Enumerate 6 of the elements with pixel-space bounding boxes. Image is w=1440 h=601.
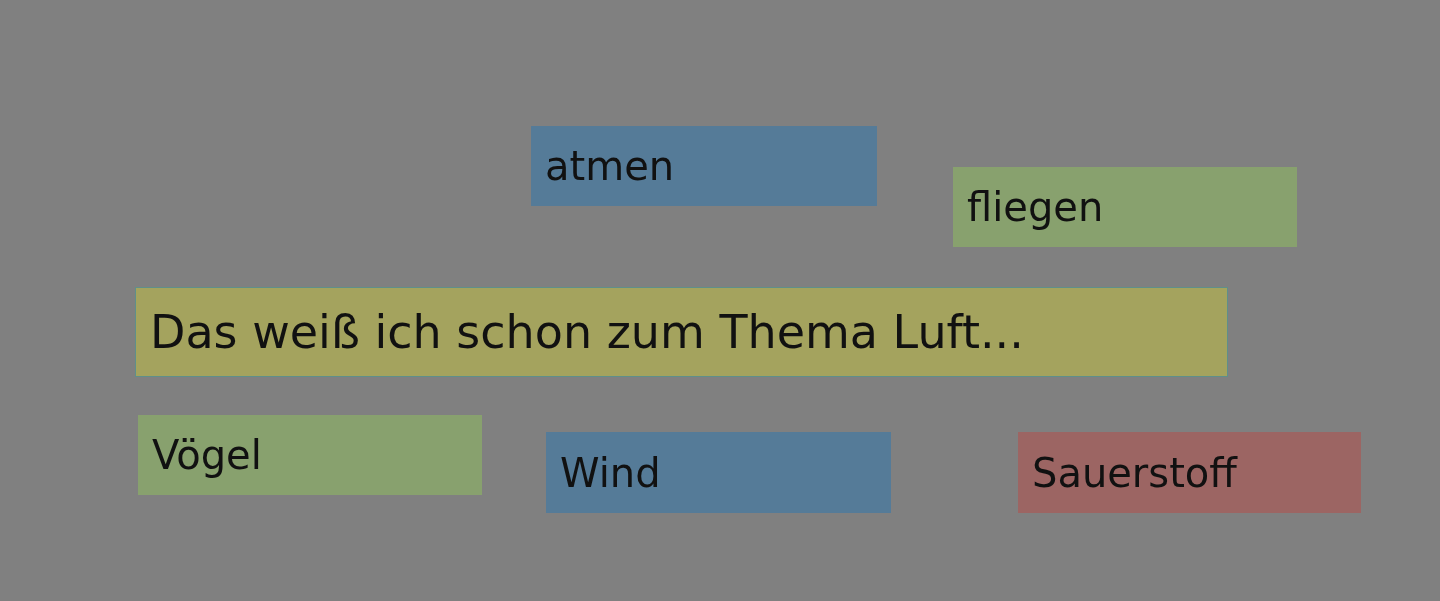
word-card: Sauerstoff <box>1018 432 1361 513</box>
word-card: atmen <box>531 126 877 206</box>
title-banner: Das weiß ich schon zum Thema Luft... <box>135 287 1228 377</box>
word-card: Vögel <box>138 415 482 495</box>
word-card: Wind <box>546 432 891 513</box>
word-card: fliegen <box>953 167 1297 247</box>
